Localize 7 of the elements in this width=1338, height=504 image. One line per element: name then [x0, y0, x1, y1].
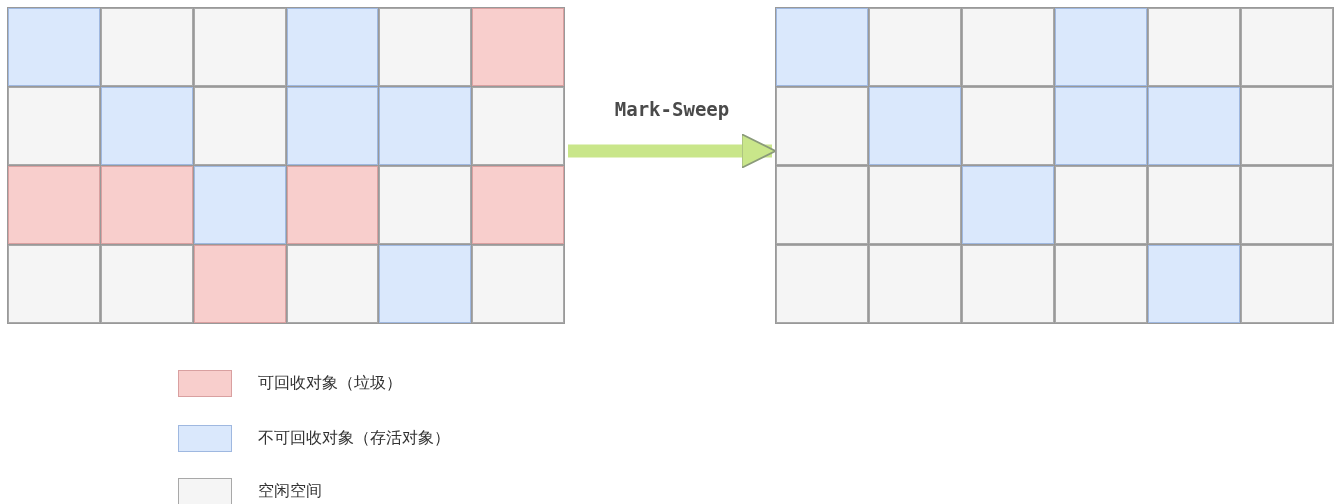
legend-label: 不可回收对象（存活对象） — [258, 428, 450, 449]
legend-label: 空闲空间 — [258, 481, 322, 502]
memory-grid — [775, 7, 1334, 324]
legend-label: 可回收对象（垃圾） — [258, 373, 402, 394]
block-arrow — [568, 133, 777, 169]
memory-grid — [7, 7, 565, 324]
edge-label: Mark-Sweep — [612, 98, 732, 120]
